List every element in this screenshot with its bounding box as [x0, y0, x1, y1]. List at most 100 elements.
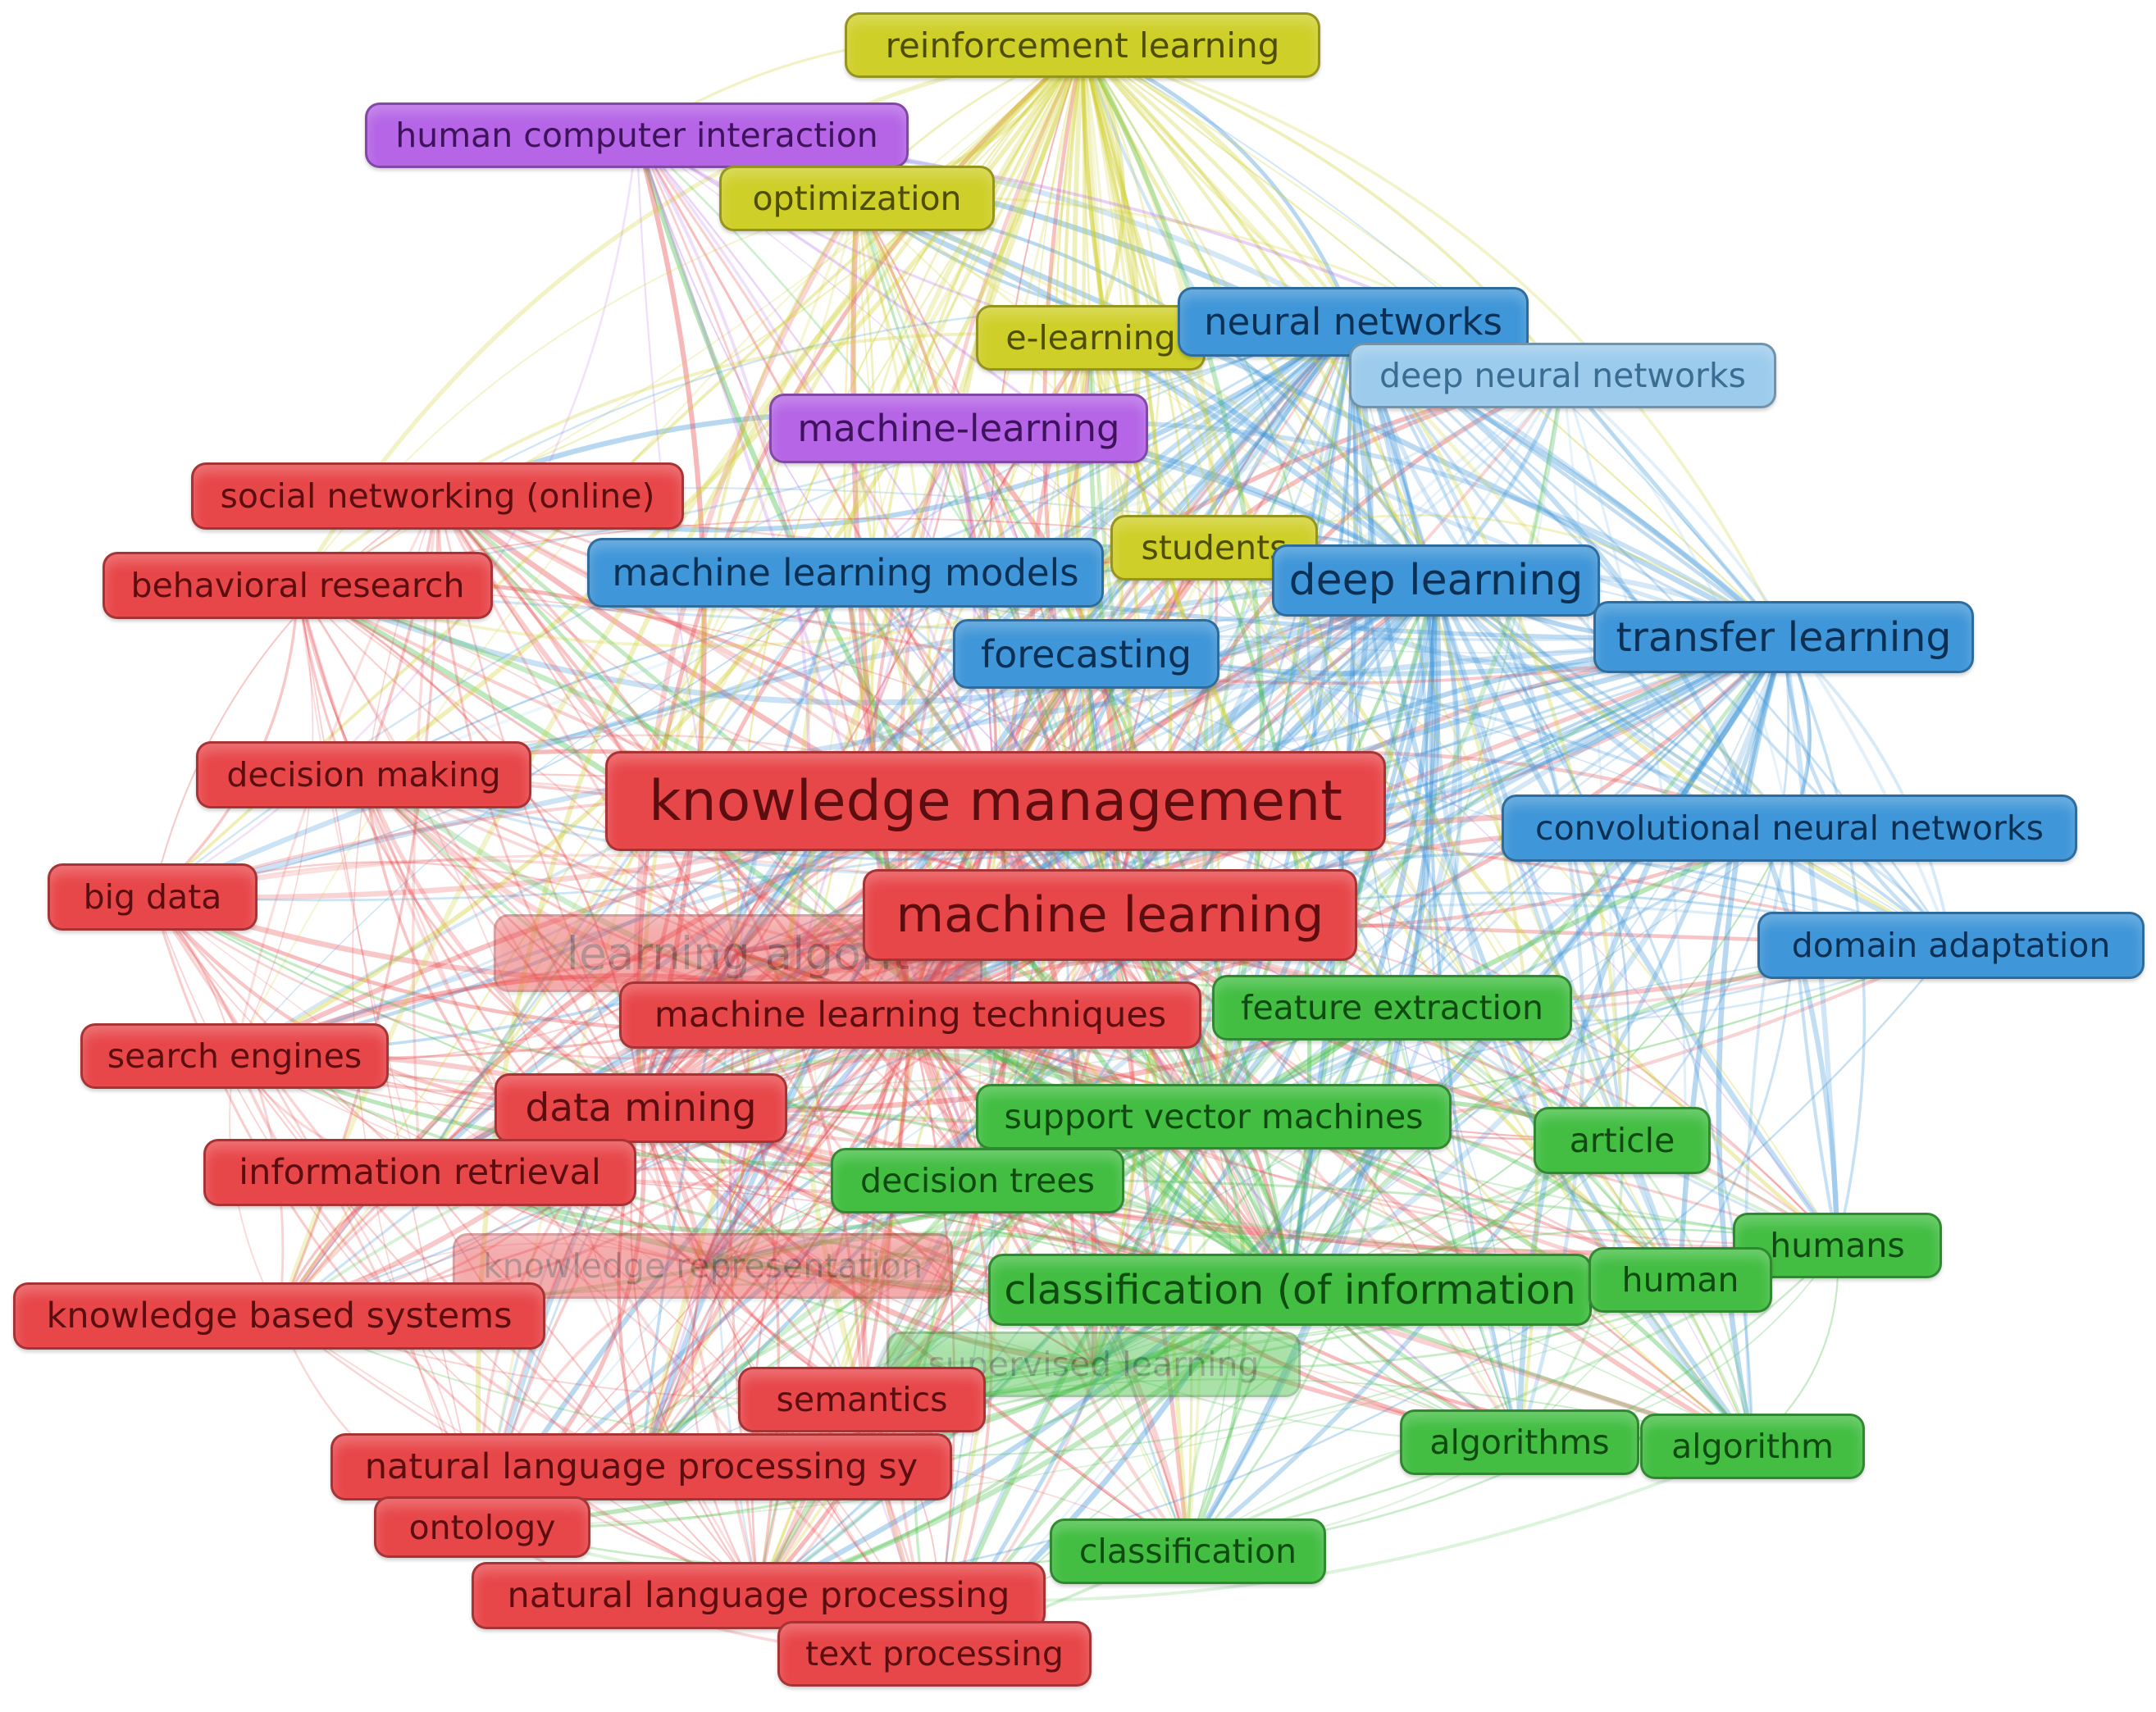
edge-feature-extraction-algorithm [1391, 1006, 1754, 1447]
node-machine-learning-techniques[interactable]: machine learning techniques [619, 981, 1201, 1049]
edge-classification-of-information-behavioral-research [296, 583, 1292, 1292]
node-machine-learning-models[interactable]: machine learning models [587, 538, 1104, 608]
node-label: text processing [805, 1634, 1064, 1673]
node-decision-making[interactable]: decision making [196, 741, 531, 808]
node-label: natural language processing sy [364, 1446, 918, 1487]
edge-neural-networks-forecasting [1084, 320, 1356, 656]
node-support-vector-machines[interactable]: support vector machines [976, 1084, 1452, 1150]
node-knowledge-management[interactable]: knowledge management [605, 751, 1386, 851]
node-social-networking-online[interactable]: social networking (online) [191, 462, 684, 530]
node-behavioral-research[interactable]: behavioral research [103, 552, 493, 619]
node-domain-adaptation[interactable]: domain adaptation [1757, 912, 2145, 979]
node-label: machine learning models [612, 551, 1079, 594]
node-decision-trees[interactable]: decision trees [831, 1148, 1124, 1213]
node-classification-of-information[interactable]: classification (of information [988, 1254, 1592, 1326]
edge-machine-learning-social-networking-online [435, 494, 1112, 918]
node-optimization[interactable]: optimization [719, 166, 995, 231]
node-machine-learning[interactable]: machine learning [863, 869, 1357, 961]
edge-information-retrieval-natural-language-processing [419, 1172, 759, 1596]
edge-transfer-learning-information-retrieval [418, 634, 1785, 1175]
edge-social-networking-online-big-data [152, 495, 439, 898]
node-feature-extraction[interactable]: feature extraction [1212, 975, 1572, 1040]
edge-machine-learning-techniques-reinforcement-learning [897, 43, 1085, 1016]
node-article[interactable]: article [1534, 1107, 1711, 1174]
node-data-mining[interactable]: data mining [495, 1073, 787, 1143]
node-deep-neural-networks[interactable]: deep neural networks [1349, 343, 1776, 408]
node-deep-learning[interactable]: deep learning [1272, 544, 1600, 617]
edge-convolutional-neural-networks-human [1679, 827, 1795, 1281]
node-information-retrieval[interactable]: information retrieval [203, 1139, 636, 1206]
node-label: learning algorit [566, 927, 910, 980]
node-search-engines[interactable]: search engines [80, 1023, 389, 1089]
edge-forecasting-domain-adaptation [1086, 653, 1952, 946]
node-text-processing[interactable]: text processing [777, 1621, 1092, 1687]
edge-behavioral-research-search-engines [234, 585, 314, 1057]
node-label: decision making [226, 755, 501, 795]
node-big-data[interactable]: big data [48, 863, 258, 931]
edge-reinforcement-learning-e-learning [1080, 43, 1126, 339]
edge-classification-of-information-transfer-learning [1288, 635, 1785, 1291]
edge-machine-learning-algorithm [1109, 913, 1753, 1448]
edge-deep-learning-support-vector-machines [1211, 580, 1439, 1119]
node-label: forecasting [980, 631, 1192, 676]
edge-students-humans [1213, 547, 1839, 1246]
node-label: semantics [776, 1380, 948, 1419]
edge-deep-learning-decision-trees [976, 579, 1437, 1182]
edge-reinforcement-learning-e-learning [1081, 44, 1092, 339]
edge-humans-ontology [481, 1245, 1838, 1528]
node-semantics[interactable]: semantics [738, 1367, 986, 1432]
edge-machine-learning-techniques-natural-language-processing [757, 1014, 912, 1596]
edge-social-networking-online-classification [435, 495, 1189, 1553]
edge-transfer-learning-big-data [152, 634, 1785, 900]
node-machine-learning-hyphen[interactable]: machine-learning [769, 394, 1148, 463]
edge-deep-learning-behavioral-research [296, 577, 1438, 706]
node-label: students [1141, 528, 1288, 567]
edge-reinforcement-learning-convolutional-neural-networks [1081, 43, 1791, 830]
edge-neural-networks-classification [1186, 321, 1429, 1553]
node-label: reinforcement learning [885, 25, 1280, 66]
node-humans[interactable]: humans [1733, 1213, 1942, 1278]
edge-classification-of-information-decision-making [362, 773, 1291, 1291]
edge-feature-extraction-search-engines [234, 1007, 1393, 1090]
edge-data-mining-natural-language-processing [639, 1108, 760, 1596]
edge-machine-learning-techniques-text-processing [909, 1014, 956, 1655]
edge-transfer-learning-algorithm [1716, 636, 1787, 1447]
edge-convolutional-neural-networks-humans [1788, 827, 1839, 1246]
edge-transfer-learning-decision-making [362, 635, 1785, 876]
edge-reinforcement-learning-machine-learning-models [844, 44, 1084, 573]
edge-machine-learning-hyphen-knowledge-management [957, 428, 997, 802]
edge-deep-neural-networks-article [1561, 375, 1624, 1141]
node-natural-language-processing[interactable]: natural language processing [472, 1562, 1046, 1629]
node-e-learning[interactable]: e-learning [976, 305, 1206, 371]
edge-social-networking-online-semantics [436, 494, 864, 1400]
edge-deep-neural-networks-convolutional-neural-networks [1561, 375, 1791, 829]
node-algorithm[interactable]: algorithm [1640, 1414, 1865, 1479]
edge-reinforcement-learning-decision-making [362, 43, 1085, 777]
node-knowledge-representation[interactable]: knowledge representation [453, 1233, 953, 1299]
node-algorithms[interactable]: algorithms [1400, 1409, 1639, 1475]
edge-data-mining-classification [640, 1107, 1189, 1553]
node-human[interactable]: human [1589, 1247, 1772, 1313]
node-label: social networking (online) [220, 476, 655, 516]
node-human-computer-interaction[interactable]: human computer interaction [365, 102, 909, 168]
edge-support-vector-machines-knowledge-representation [702, 1114, 1215, 1270]
node-label: deep learning [1288, 556, 1584, 605]
edge-data-mining-optimization [633, 197, 859, 1109]
node-classification[interactable]: classification [1050, 1518, 1326, 1584]
edge-deep-learning-classification-of-information [1288, 580, 1462, 1291]
node-transfer-learning[interactable]: transfer learning [1593, 601, 1974, 673]
edge-learning-algorithms-information-retrieval [419, 952, 739, 1173]
node-ontology[interactable]: ontology [374, 1496, 590, 1558]
node-label: human [1621, 1260, 1739, 1300]
node-knowledge-based-systems[interactable]: knowledge based systems [13, 1282, 545, 1350]
edge-deep-learning-human [1434, 580, 1683, 1282]
node-forecasting[interactable]: forecasting [953, 619, 1219, 689]
node-convolutional-neural-networks[interactable]: convolutional neural networks [1502, 795, 2077, 862]
node-reinforcement-learning[interactable]: reinforcement learning [845, 12, 1320, 78]
node-label: support vector machines [1004, 1097, 1424, 1136]
edge-reinforcement-learning-supervised-learning [1080, 44, 1173, 1365]
edge-support-vector-machines-classification [1187, 1116, 1233, 1552]
edge-data-mining-supervised-learning [640, 1107, 1094, 1365]
node-natural-language-processing-sy[interactable]: natural language processing sy [330, 1433, 952, 1500]
edge-data-mining-semantics [639, 1107, 864, 1401]
